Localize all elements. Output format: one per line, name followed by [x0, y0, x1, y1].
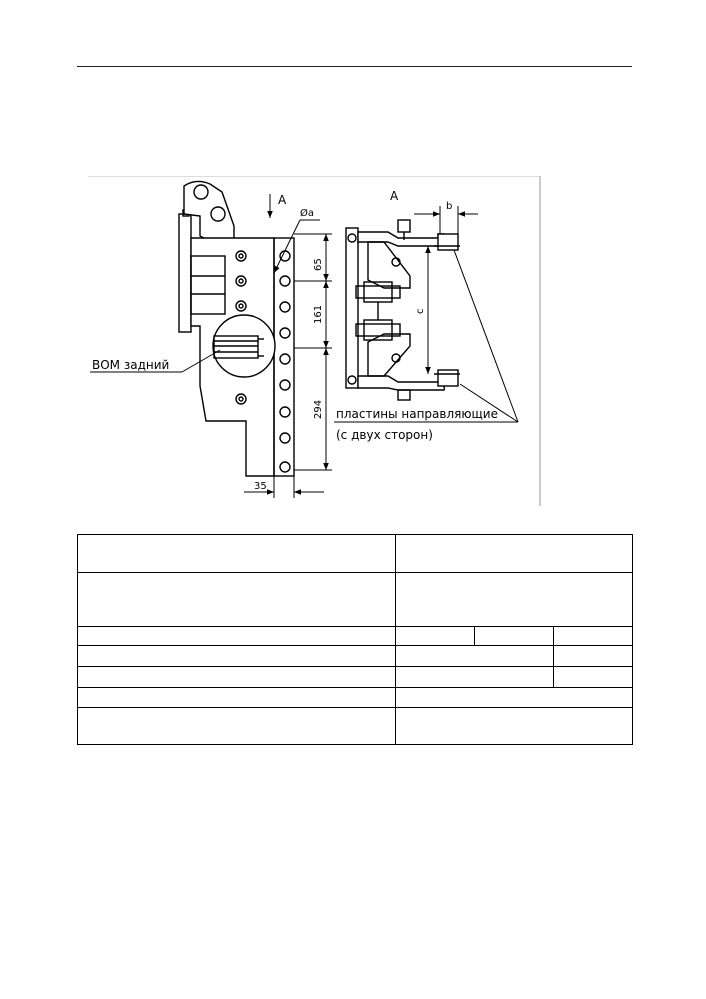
table-cell: [77, 626, 396, 646]
table-cell: [77, 534, 396, 573]
table-cell: [552, 626, 634, 646]
header-rule: [77, 66, 632, 67]
dim-294: 294: [313, 400, 324, 419]
plates-sublabel: (с двух сторон): [336, 428, 433, 442]
table-row: [77, 645, 634, 667]
table-row: [77, 534, 634, 573]
table-row: [77, 687, 634, 708]
table-row: [77, 572, 634, 627]
dim-dia: Øa: [300, 207, 314, 219]
table-cell: [77, 572, 396, 627]
plates-label: пластины направляющие: [336, 407, 498, 421]
table-cell: [395, 626, 475, 646]
table-cell: [395, 645, 554, 667]
view-a: [345, 219, 460, 401]
table-cell: [394, 534, 634, 573]
table-cell: [552, 645, 634, 667]
dim-c: c: [415, 309, 426, 315]
table-cell: [77, 645, 396, 667]
table-cell: [552, 666, 634, 688]
table-cell: [77, 707, 396, 745]
dim-65: 65: [313, 258, 324, 271]
section-mark: A: [278, 193, 287, 207]
table-row: [77, 626, 634, 646]
table-cell: [394, 687, 634, 708]
table-row: [77, 707, 634, 745]
table-cell: [474, 626, 554, 646]
table-row: [77, 666, 634, 688]
dim-b: b: [446, 201, 452, 212]
pto-label: ВОМ задний: [92, 358, 169, 372]
side-view: [178, 180, 295, 477]
view-title: A: [390, 189, 399, 203]
table-cell: [394, 707, 634, 745]
hitch-drawing: A Øa 65 161 294 35 ВОМ задний A: [88, 176, 542, 506]
dim-161: 161: [313, 305, 324, 324]
table-cell: [77, 687, 396, 708]
table-cell: [77, 666, 396, 688]
spec-table: [77, 534, 634, 745]
table-cell: [394, 572, 634, 627]
table-cell: [395, 666, 554, 688]
dim-35: 35: [254, 481, 267, 492]
